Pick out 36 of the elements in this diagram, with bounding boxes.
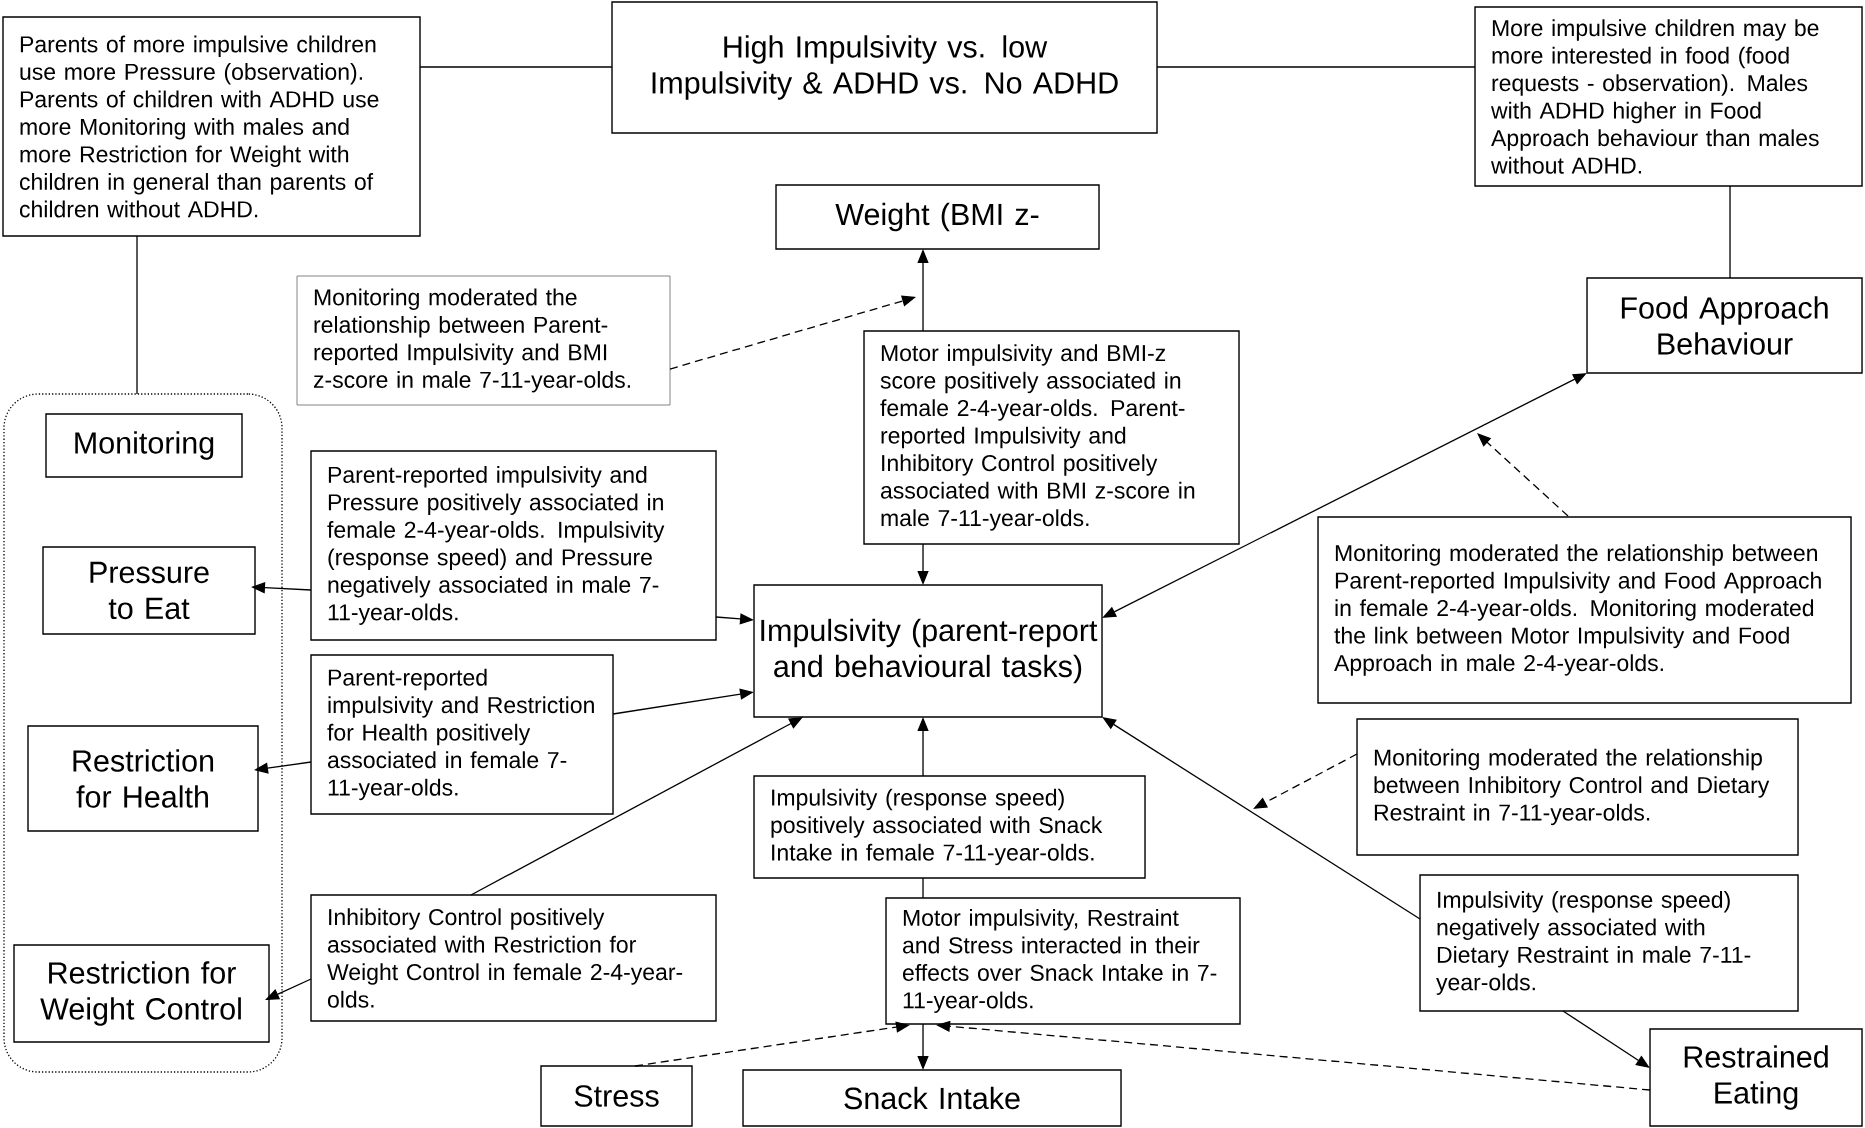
- finding-box: More impulsive children may be more interested in food (food requests - observation). Males with ADHD higher in Food Approach behaviour than males without ADHD.: [1474, 6, 1863, 187]
- arrow: [265, 978, 312, 1000]
- leader-arrow: [1253, 753, 1358, 809]
- connector-line: [136, 235, 138, 395]
- finding-box: Inhibitory Control positively associated with Restriction for Weight Control in female 2-4-year-olds.: [310, 894, 717, 1022]
- leader-arrow: [1477, 433, 1569, 517]
- arrow: [1102, 373, 1587, 618]
- concept-box: Restriction for Health: [27, 725, 259, 832]
- finding-box: Monitoring moderated the relationship between Inhibitory Control and Dietary Restraint in 7-11-year-olds.: [1356, 718, 1799, 856]
- connector-line: [1156, 66, 1476, 68]
- concept-box: Food Approach Behaviour: [1586, 277, 1863, 374]
- arrow: [1562, 1010, 1650, 1068]
- finding-box: Impulsivity (response speed) negatively associated with Dietary Restraint in male 7-11-year-olds.: [1419, 874, 1799, 1012]
- concept-box: Weight (BMI z-: [775, 184, 1100, 250]
- connector-line: [922, 877, 924, 899]
- finding-box: Parents of more impulsive children use more Pressure (observation). Parents of children with ADHD use more Monitoring with males and more Restriction for Weight with children in general than parents of children without ADHD.: [2, 16, 421, 237]
- finding-box: Parent-reported impulsivity and Pressure positively associated in female 2-4-year-olds. Impulsivity (response speed) and Pressure negatively associated in male 7-11-year-olds.: [310, 450, 717, 641]
- concept-box: Snack Intake: [742, 1069, 1122, 1127]
- finding-box: Motor impulsivity and BMI-z score positively associated in female 2-4-year-olds. Parent-reported Impulsivity and Inhibitory Control positively associated with BMI z-score in male 7-11-year-olds.: [863, 330, 1240, 545]
- group-outline: [3, 393, 283, 1073]
- concept-box: Monitoring: [45, 413, 243, 478]
- finding-box: Parent-reported impulsivity and Restriction for Health positively associated in female 7-11-year-olds.: [310, 654, 614, 815]
- finding-box: Motor impulsivity, Restraint and Stress interacted in their effects over Snack Intake in 7-11-year-olds.: [885, 897, 1241, 1025]
- arrow: [1102, 717, 1421, 920]
- concept-box: Restrained Eating: [1649, 1028, 1863, 1127]
- concept-box: Impulsivity (parent-report and behavioural tasks): [753, 584, 1103, 718]
- arrow: [470, 717, 803, 896]
- finding-box: Monitoring moderated the relationship between Parent-reported Impulsivity and BMI z-score in male 7-11-year-olds.: [296, 275, 671, 406]
- concept-box: Stress: [540, 1065, 693, 1127]
- finding-box: Monitoring moderated the relationship between Parent-reported Impulsivity and Food Approach in female 2-4-year-olds. Monitoring moderated the link between Motor Impulsivity and Food Approach in male 2-4-year-olds.: [1317, 516, 1852, 704]
- finding-box: Impulsivity (response speed) positively associated with Snack Intake in female 7-11-year-olds.: [753, 775, 1146, 879]
- connector-line: [1729, 185, 1731, 279]
- concept-box: High Impulsivity vs. low Impulsivity & ADHD vs. No ADHD: [611, 1, 1158, 134]
- concept-box: Restriction for Weight Control: [13, 944, 270, 1043]
- concept-box: Pressure to Eat: [42, 546, 256, 635]
- connector-line: [419, 66, 613, 68]
